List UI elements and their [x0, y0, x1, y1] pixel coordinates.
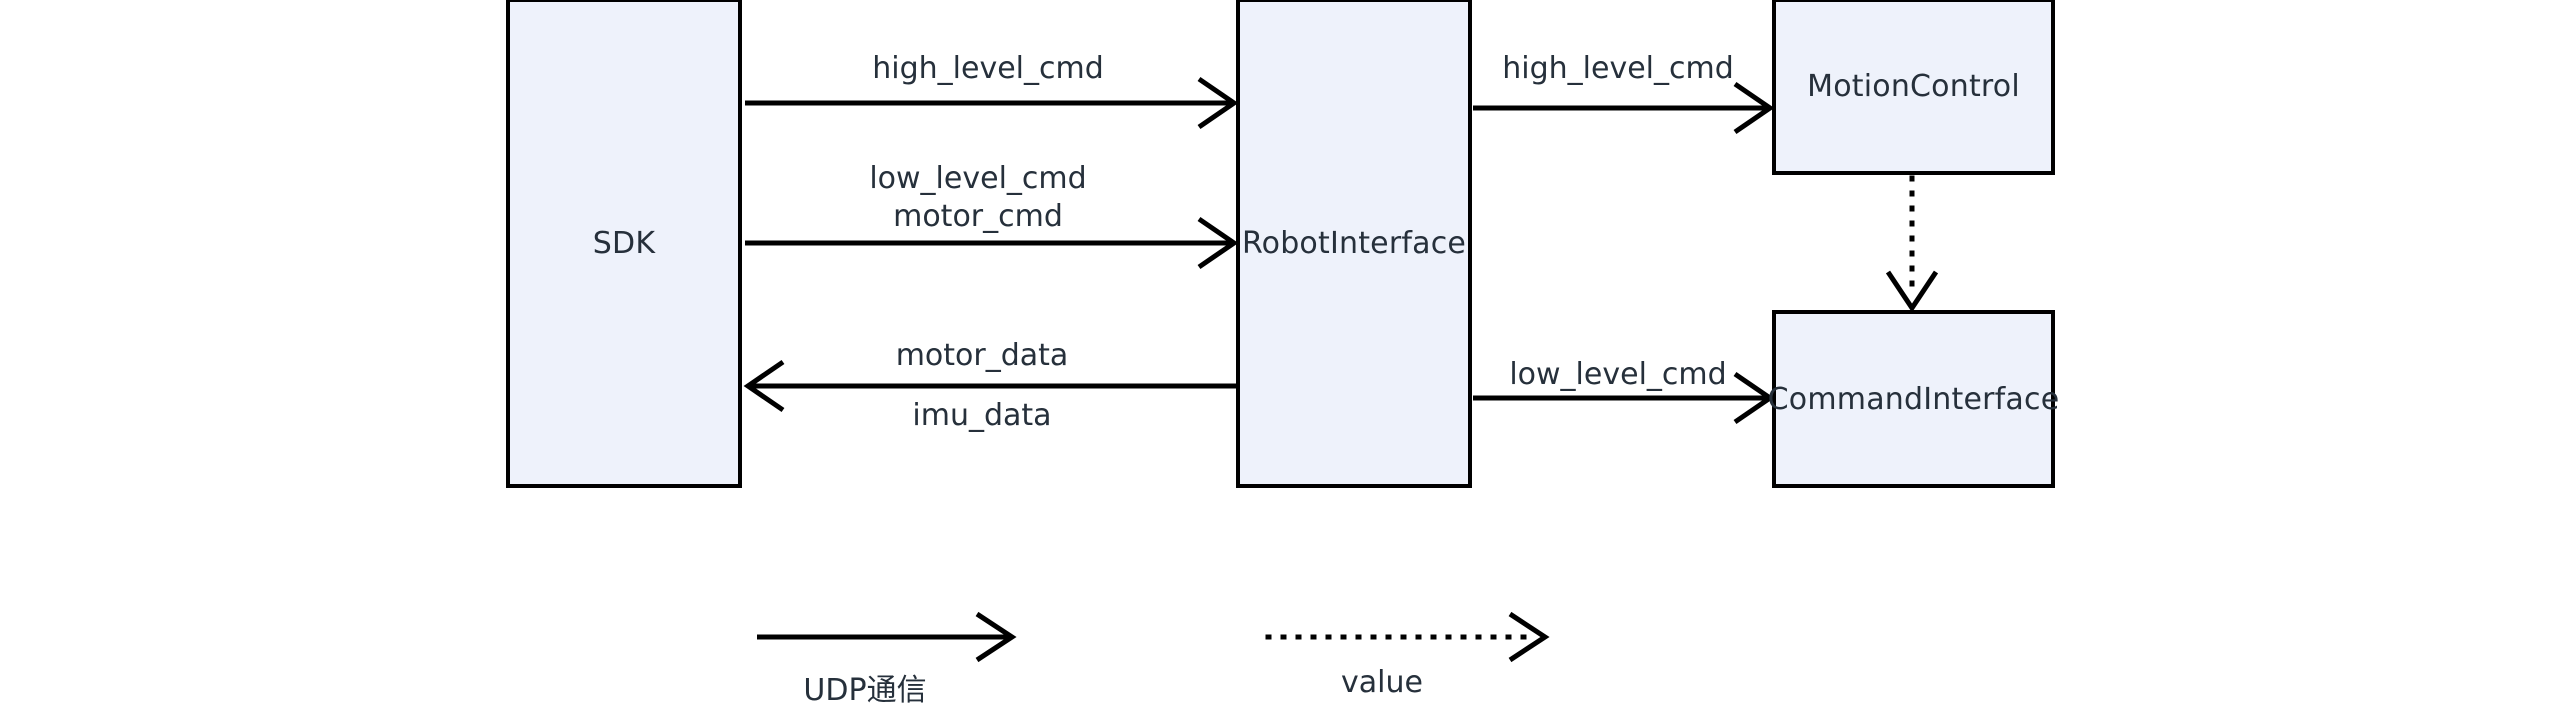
legend-solid-arrow-icon: [757, 611, 1017, 663]
connector-robotinterface-to-commandinterface: [1473, 371, 1775, 425]
edge-label-text: motor_data: [895, 338, 1069, 373]
edge-label-text: high_level_cmd: [872, 51, 1104, 86]
node-commandinterface-label: CommandInterface: [1767, 381, 2060, 417]
node-commandinterface[interactable]: CommandInterface: [1768, 310, 2059, 488]
node-robotinterface[interactable]: RobotInterface: [1236, 0, 1472, 488]
edge-label-ri-to-mc-high: high_level_cmd: [1502, 50, 1734, 88]
legend-item-udp-label: UDP通信: [803, 665, 926, 709]
edge-label-ri-to-sdk-imu-data: imu_data: [912, 397, 1051, 435]
edge-label-ri-to-ci-low: low_level_cmd: [1509, 356, 1726, 394]
connector-sdk-to-robotinterface-high-level-cmd: [745, 76, 1239, 130]
edge-label-sdk-to-ri-high: high_level_cmd: [872, 50, 1104, 88]
edge-label-text: imu_data: [912, 398, 1052, 433]
legend-label-text: UDP通信: [803, 673, 927, 708]
connector-robotinterface-to-motioncontrol: [1473, 81, 1775, 135]
legend-item-value-label: value: [1341, 665, 1423, 700]
node-motioncontrol[interactable]: MotionControl: [1772, 0, 2055, 175]
connector-robotinterface-to-sdk-data: [743, 359, 1240, 413]
node-robotinterface-label: RobotInterface: [1241, 225, 1467, 261]
node-motioncontrol-label: MotionControl: [1807, 69, 2020, 104]
legend-label-text: value: [1341, 665, 1423, 700]
edge-label-ri-to-sdk-motor-data: motor_data: [896, 337, 1069, 375]
node-sdk[interactable]: SDK: [506, 0, 742, 488]
edge-label-line2: motor_cmd: [893, 199, 1063, 235]
edge-label-text: high_level_cmd: [1502, 51, 1734, 86]
edge-label-text: low_level_cmd: [1509, 357, 1727, 392]
node-sdk-label: SDK: [592, 225, 656, 261]
connector-sdk-to-robotinterface-low-level-cmd: [745, 216, 1239, 270]
edge-label-line1: low_level_cmd: [869, 161, 1087, 196]
legend-dotted-arrow-icon: [1265, 611, 1550, 663]
connector-motioncontrol-to-commandinterface-dotted: [1885, 175, 1939, 313]
edge-label-sdk-to-ri-low: low_level_cmd motor_cmd: [869, 160, 1086, 237]
